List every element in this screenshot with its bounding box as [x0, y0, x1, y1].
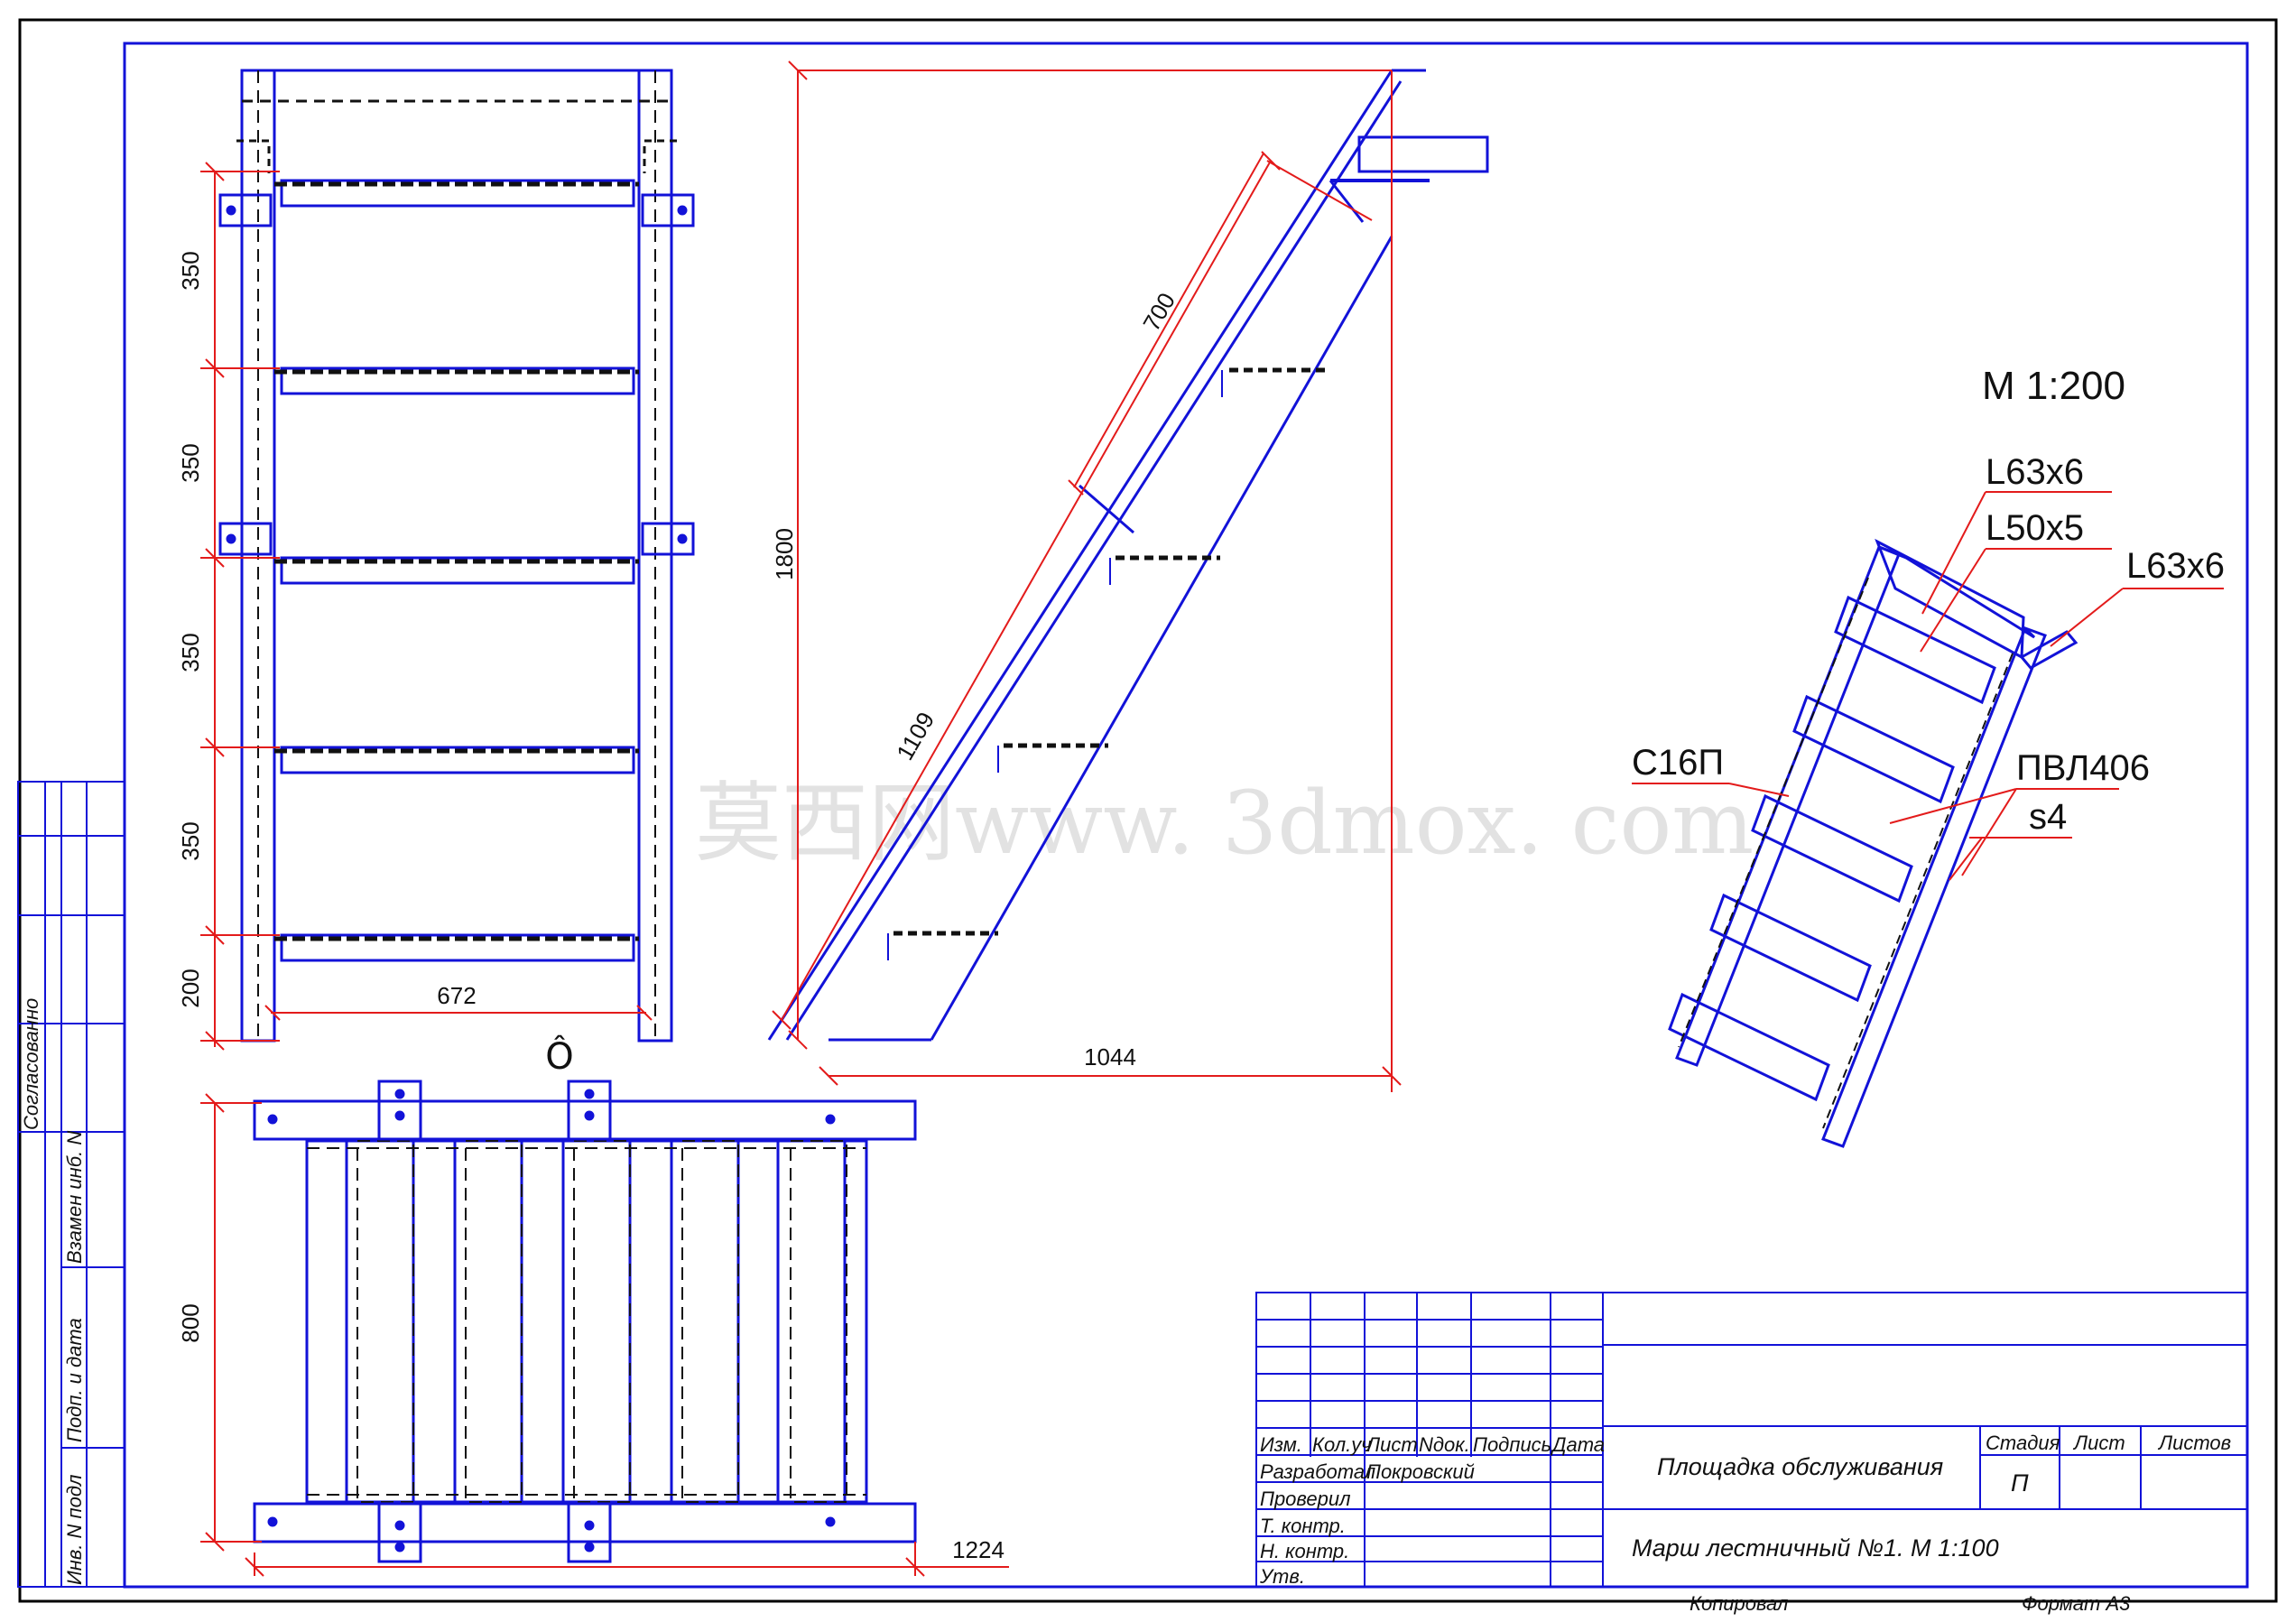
- dim-front-3: 350: [177, 633, 204, 672]
- side-elevation: [767, 69, 1489, 1042]
- stamp-agreed: Согласованно: [20, 998, 42, 1130]
- plan-top-rail: [253, 1099, 917, 1141]
- plan-tread-area: [305, 1139, 868, 1504]
- dim-front-5: 200: [177, 969, 204, 1007]
- watermark: 莫西网www. 3dmox. com: [695, 773, 1754, 874]
- dim-front-1: 350: [177, 251, 204, 290]
- dim-side-segment: 700: [1137, 288, 1180, 336]
- stamp-inv-no: Инв. N подл: [63, 1475, 86, 1585]
- plan-plate: [377, 1080, 422, 1141]
- tb-object-name: Площадка обслуживания: [1657, 1453, 1943, 1480]
- dim-front-4: 350: [177, 821, 204, 860]
- tb-row-approved: Утв.: [1259, 1565, 1305, 1588]
- scale-label: М 1:200: [1982, 364, 2125, 408]
- title-block-grid: [1255, 1292, 2248, 1588]
- tb-copied: Копировал: [1690, 1592, 1788, 1615]
- side-dimensions: [772, 60, 1402, 1092]
- tb-row-developer-name: Покровский: [1366, 1460, 1475, 1483]
- tb-stage-value: П: [2011, 1469, 2029, 1497]
- section-mark: Ô: [545, 1034, 573, 1078]
- tb-row-ncontrol: Н. контр.: [1260, 1540, 1349, 1562]
- stamp-sign-date: Подп. и дата: [63, 1318, 86, 1442]
- tb-format: Формат А3: [2022, 1592, 2131, 1615]
- tb-header-izm: Изм.: [1260, 1433, 1302, 1456]
- dim-front-2: 350: [177, 443, 204, 482]
- callout-grating: ПВЛ406: [2016, 748, 2150, 788]
- side-stamp: [17, 781, 125, 1588]
- stamp-replace: Взамен инб. N: [63, 1131, 86, 1264]
- tb-header-list: Лист: [1365, 1433, 1418, 1456]
- plan-dimensions: [200, 1093, 1009, 1577]
- dim-side-run: 1044: [1084, 1043, 1136, 1071]
- tb-header-date: Дата: [1550, 1433, 1605, 1456]
- plan-bottom-rail: [253, 1502, 917, 1543]
- tb-header-signature: Подпись: [1473, 1433, 1551, 1456]
- callout-angle-mid: L50x5: [1986, 508, 2084, 548]
- outer-frame: [18, 18, 2278, 1603]
- tb-row-developer: Разработал: [1260, 1460, 1375, 1483]
- callout-angle-top: L63x6: [1986, 452, 2084, 492]
- tb-header-kolich: Кол.уч: [1312, 1433, 1372, 1456]
- callout-angle-right: L63x6: [2126, 546, 2225, 586]
- front-dimensions: [200, 162, 653, 1051]
- tb-row-tcontrol: Т. контр.: [1260, 1515, 1346, 1537]
- callout-channel: С16П: [1632, 743, 1724, 783]
- tb-row-checked: Проверил: [1260, 1488, 1351, 1510]
- dim-front-width: 672: [437, 982, 476, 1009]
- dim-plan-depth: 800: [177, 1303, 204, 1342]
- stringer-bottom-edge: [930, 236, 1393, 1041]
- tb-header-ndok: Nдок.: [1419, 1433, 1470, 1456]
- front-treads: [274, 179, 639, 962]
- iso-callout-lines: [1632, 491, 2224, 881]
- iso-right-stringer: [1821, 626, 2047, 1148]
- front-brackets: [218, 139, 695, 556]
- front-elevation: [218, 69, 695, 1043]
- tb-drawing-name: Марш лестничный №1. М 1:100: [1632, 1534, 1999, 1562]
- isometric-view: [1668, 538, 2078, 1148]
- plan-view: [253, 1080, 917, 1563]
- dim-side-height: 1800: [771, 528, 798, 580]
- dim-plan-length: 1224: [952, 1536, 1004, 1563]
- tb-sheet-header: Лист: [2072, 1432, 2125, 1454]
- callout-plate: s4: [2029, 797, 2067, 837]
- tb-sheets-header: Листов: [2157, 1432, 2231, 1454]
- stringer-top-edge: [767, 70, 1393, 1041]
- top-landing-beam: [1357, 135, 1489, 173]
- tb-stage-header: Стадия: [1986, 1432, 2060, 1454]
